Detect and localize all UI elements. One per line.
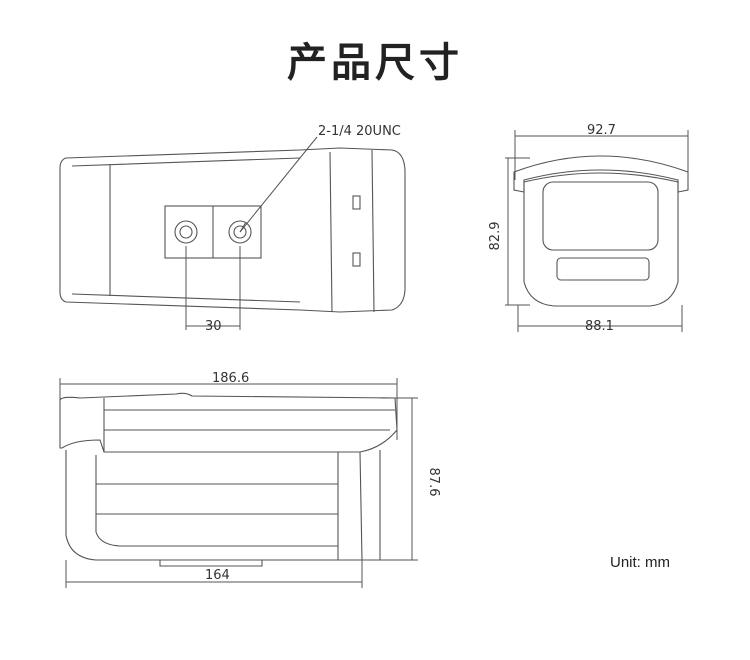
front-width-top-label: 92.7 <box>587 123 616 138</box>
front-view <box>505 130 689 332</box>
front-height-label: 82.9 <box>488 222 503 251</box>
side-view-body <box>65 450 381 561</box>
mount-hole-right <box>228 220 252 244</box>
unit-note: Unit: mm <box>610 554 670 571</box>
mount-spacing-label: 30 <box>205 319 222 334</box>
lens-window <box>542 181 659 251</box>
side-view <box>59 378 418 588</box>
top-view <box>59 136 406 330</box>
side-length-total-label: 186.6 <box>212 371 249 386</box>
thread-label: 2-1/4 20UNC <box>318 124 401 139</box>
front-width-bottom-label: 88.1 <box>585 319 614 334</box>
top-view-housing <box>59 147 406 313</box>
side-height-label: 87.6 <box>426 468 441 497</box>
side-length-body-label: 164 <box>205 568 230 583</box>
mount-hole-left <box>174 220 198 244</box>
side-view-hood <box>59 392 398 453</box>
front-view-body <box>523 172 679 307</box>
page-title: 产品尺寸 <box>287 40 463 86</box>
front-view-hood <box>513 155 689 193</box>
